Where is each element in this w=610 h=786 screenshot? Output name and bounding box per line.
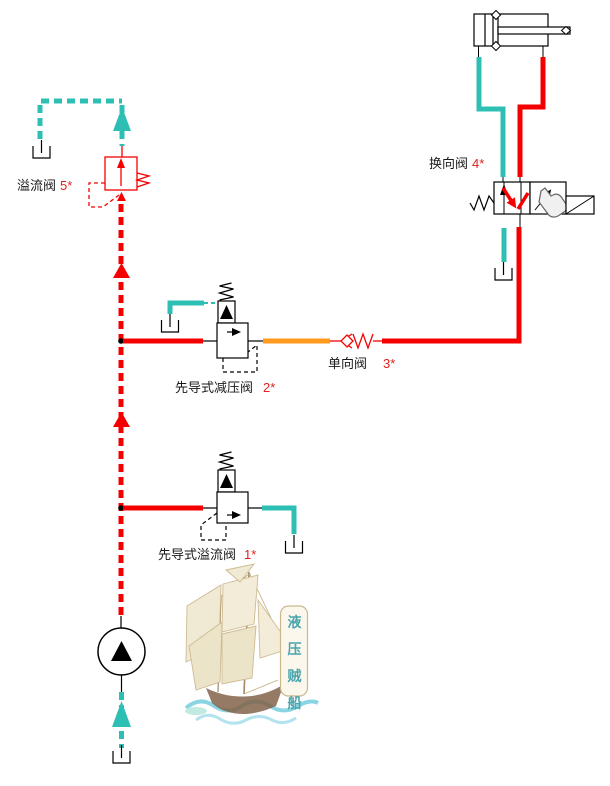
pilot-relief-valve-1-symbol bbox=[200, 452, 304, 554]
watermark-banner-text: 液 压 贼 船 bbox=[282, 612, 307, 713]
junction-dot bbox=[118, 505, 124, 511]
banner-char: 贼 bbox=[287, 669, 302, 685]
flow-arrow-icon bbox=[113, 412, 130, 427]
tank-icon bbox=[160, 313, 180, 333]
label-reducing-valve-2: 先导式减压阀 2* bbox=[175, 381, 275, 395]
active-flow-path bbox=[501, 187, 517, 209]
coupling-diamond-icon bbox=[560, 25, 572, 36]
label-text: 先导式减压阀 bbox=[175, 380, 254, 395]
label-number: 4* bbox=[472, 156, 485, 171]
pressure-line-to-valve4 bbox=[382, 214, 522, 344]
ship-watermark-image bbox=[184, 563, 319, 725]
spring-icon bbox=[469, 194, 495, 212]
label-text: 先导式溢流阀 bbox=[158, 547, 237, 562]
flow-arrow-icon bbox=[113, 263, 130, 278]
spring-icon bbox=[134, 172, 152, 188]
label-number: 5* bbox=[60, 178, 73, 193]
flow-arrow-icon bbox=[112, 701, 131, 727]
banner-char: 压 bbox=[287, 642, 302, 658]
suction-line bbox=[112, 675, 131, 764]
tank-icon bbox=[284, 534, 304, 554]
valve4-tank-line bbox=[494, 228, 513, 281]
pilot-reducing-valve-2-symbol bbox=[160, 283, 341, 373]
piston-rod bbox=[497, 26, 571, 35]
cylinder-hoses bbox=[476, 57, 546, 182]
relief-valve-5-symbol bbox=[32, 98, 152, 208]
directional-valve-4-symbol[interactable] bbox=[469, 181, 595, 218]
label-text: 换向阀 bbox=[429, 156, 469, 171]
tank-icon bbox=[494, 261, 513, 281]
junction-dot bbox=[118, 338, 124, 344]
banner-char: 船 bbox=[287, 696, 302, 712]
cylinder-icon bbox=[473, 9, 572, 58]
flow-arrow-icon bbox=[113, 107, 131, 131]
label-text: 单向阀 bbox=[328, 356, 368, 371]
pump-icon bbox=[97, 627, 146, 676]
tank-icon bbox=[112, 744, 131, 764]
coupling-diamond-icon bbox=[490, 40, 502, 52]
label-check-valve-3: 单向阀 3* bbox=[328, 357, 395, 371]
banner-char: 液 bbox=[287, 615, 302, 631]
coupling-diamond-icon bbox=[490, 9, 502, 21]
label-relief-valve-1: 先导式溢流阀 1* bbox=[158, 548, 256, 562]
label-number: 2* bbox=[263, 380, 276, 395]
main-pressure-line bbox=[113, 204, 217, 628]
label-number: 1* bbox=[244, 547, 257, 562]
check-valve-icon bbox=[340, 332, 382, 350]
spring-icon bbox=[352, 332, 374, 350]
tank-icon bbox=[32, 139, 51, 159]
watermark-banner bbox=[279, 605, 309, 697]
label-number: 3* bbox=[383, 356, 396, 371]
label-text: 溢流阀 bbox=[17, 178, 57, 193]
